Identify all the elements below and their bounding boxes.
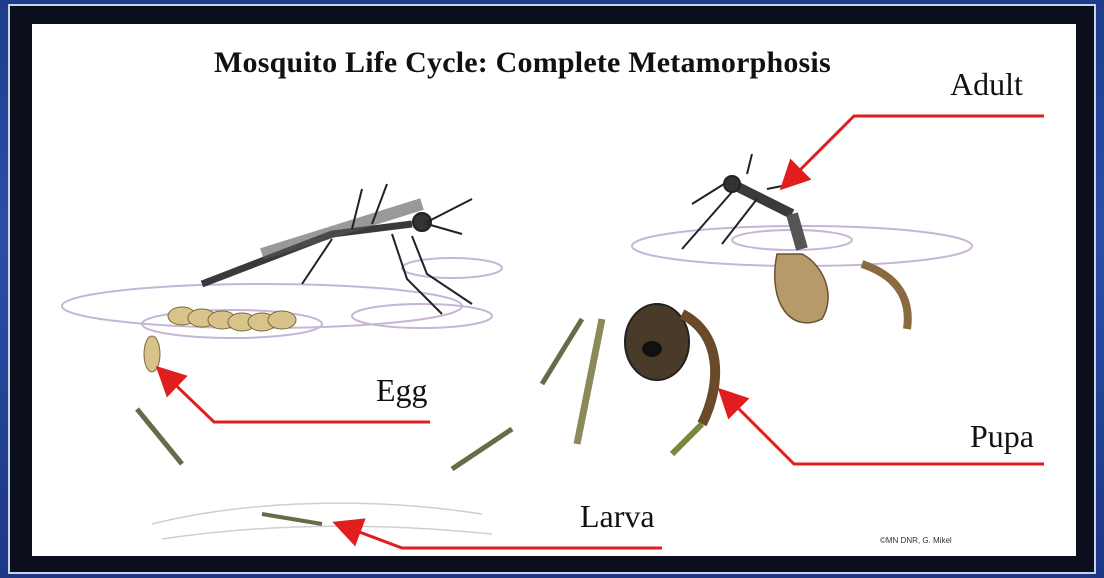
diagram-title: Mosquito Life Cycle: Complete Metamorpho… [214,46,831,80]
label-adult: Adult [950,66,1023,103]
water-surface-bottom [152,503,492,539]
pupa [625,304,715,454]
image-credit: ©MN DNR, G. Mikel [880,536,952,545]
label-pupa: Pupa [970,418,1034,455]
label-egg: Egg [376,372,428,409]
adult-mosquito-right [682,154,908,329]
outer-frame: Mosquito Life Cycle: Complete Metamorpho… [8,4,1096,574]
illustration [32,24,1076,556]
label-larva: Larva [580,498,655,535]
diagram-card: Mosquito Life Cycle: Complete Metamorpho… [32,24,1076,556]
egg-raft [144,307,296,372]
arrow-adult [784,116,1044,186]
